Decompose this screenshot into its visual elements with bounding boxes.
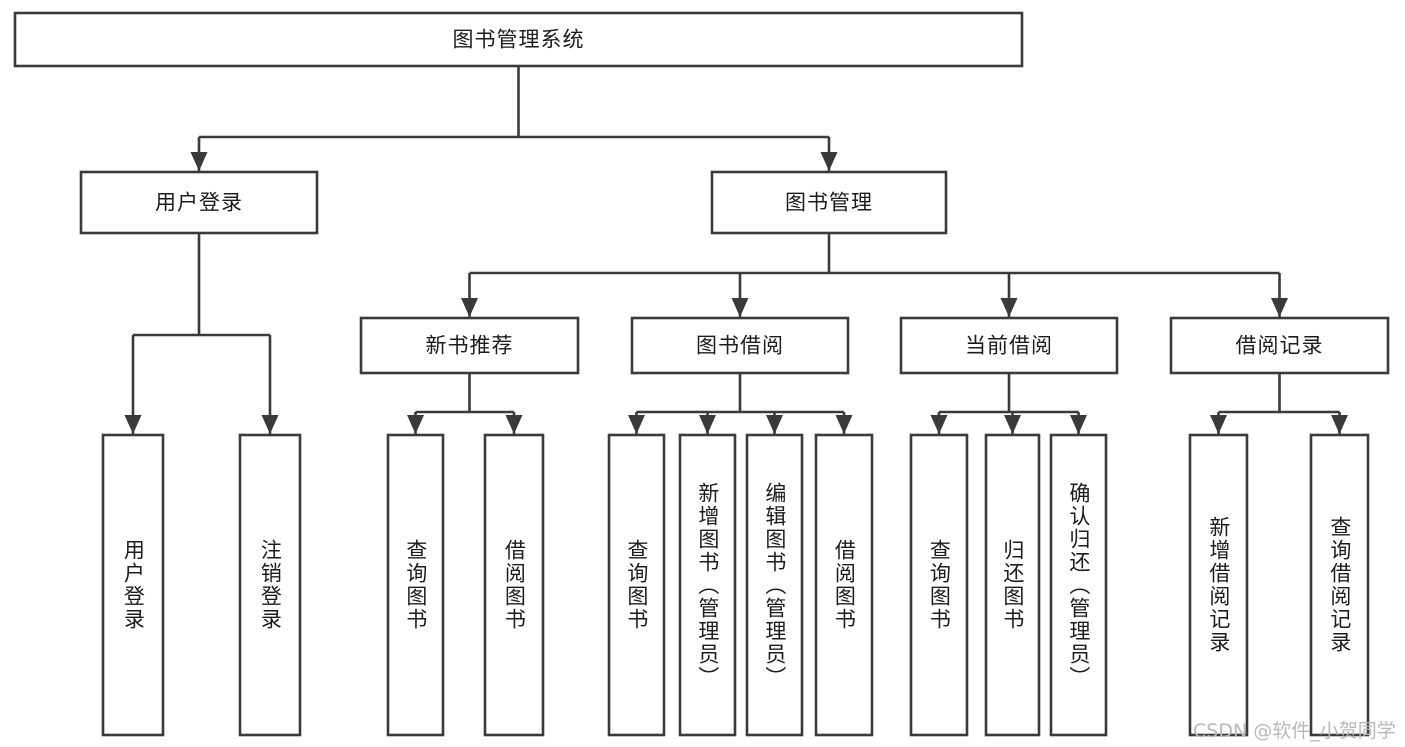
node-leaf-logout-rect[interactable] [238,433,302,737]
node-leaf-query-book-cur-rect[interactable] [909,433,969,737]
arrow-borrow-record-1 [1331,415,1348,434]
node-current-borrow-label: 当前借阅 [965,334,1053,358]
node-leaf-query-record[interactable] [1309,433,1370,737]
arrow-current-borrow-2 [1070,415,1087,434]
arrow-user-login-1 [261,415,279,434]
node-root[interactable]: 图书管理系统 [13,11,1024,68]
node-book-borrow-rect[interactable] [630,316,850,375]
node-leaf-borrow-book-rect[interactable] [814,433,874,737]
node-leaf-query-book-cur[interactable] [909,433,969,737]
node-leaf-query-book-rec-rect[interactable] [386,433,445,737]
node-leaf-query-book-rec[interactable] [386,433,445,737]
arrow-book-borrow-0 [628,415,645,434]
node-leaf-add-book[interactable] [678,433,737,737]
watermark-text: CSDN @软件_小贺同学 [1193,720,1396,742]
node-leaf-return-book-rect[interactable] [984,433,1041,737]
node-leaf-borrow-book-rec-rect[interactable] [483,433,545,737]
node-leaf-edit-book[interactable] [745,433,804,737]
node-new-book-recommend[interactable]: 新书推荐 [359,316,580,375]
node-borrow-record[interactable]: 借阅记录 [1169,316,1390,375]
node-user-login[interactable]: 用户登录 [79,170,319,235]
node-leaf-add-record[interactable] [1188,433,1249,737]
arrow-bm-3 [1271,298,1288,317]
node-leaf-confirm-return[interactable] [1049,433,1108,737]
arrow-new-book-recommend-1 [505,415,523,434]
arrow-book-borrow-3 [835,415,853,434]
node-new-book-recommend-rect[interactable] [359,316,580,375]
node-current-borrow-rect[interactable] [899,316,1119,375]
node-leaf-add-book-rect[interactable] [678,433,737,737]
node-borrow-record-label: 借阅记录 [1236,334,1324,358]
arrow-book-borrow-1 [699,415,716,434]
arrow-bm-0 [461,298,478,317]
node-book-management[interactable]: 图书管理 [710,170,948,235]
arrow-user-login-0 [124,415,142,434]
arrow-borrow-record-0 [1210,415,1227,434]
node-book-management-rect[interactable] [710,170,948,235]
node-root-label: 图书管理系统 [453,28,585,52]
node-leaf-user-login-rect[interactable] [101,433,165,737]
node-leaf-query-book-borrow[interactable] [607,433,666,737]
node-root-rect[interactable] [13,11,1024,68]
node-leaf-borrow-book[interactable] [814,433,874,737]
edges-layer [124,66,1348,434]
arrow-book-borrow-2 [766,415,783,434]
node-leaf-add-record-rect[interactable] [1188,433,1249,737]
arrow-current-borrow-0 [930,415,948,434]
node-book-management-label: 图书管理 [785,191,873,215]
node-leaf-query-record-rect[interactable] [1309,433,1370,737]
node-new-book-recommend-label: 新书推荐 [426,334,514,358]
arrow-current-borrow-1 [1004,415,1021,434]
node-leaf-return-book[interactable] [984,433,1041,737]
node-leaf-query-book-borrow-rect[interactable] [607,433,666,737]
node-leaf-user-login[interactable] [101,433,165,737]
node-book-borrow[interactable]: 图书借阅 [630,316,850,375]
node-leaf-edit-book-rect[interactable] [745,433,804,737]
arrow-root-0 [190,152,208,171]
node-leaf-confirm-return-rect[interactable] [1049,433,1108,737]
node-borrow-record-rect[interactable] [1169,316,1390,375]
node-leaf-logout[interactable] [238,433,302,737]
arrow-new-book-recommend-0 [407,415,424,434]
node-user-login-rect[interactable] [79,170,319,235]
node-leaf-borrow-book-rec[interactable] [483,433,545,737]
node-book-borrow-label: 图书借阅 [696,334,784,358]
arrow-root-1 [820,152,838,171]
arrow-bm-1 [731,298,749,317]
node-user-login-label: 用户登录 [155,191,243,215]
node-current-borrow[interactable]: 当前借阅 [899,316,1119,375]
arrow-bm-2 [1000,298,1018,317]
